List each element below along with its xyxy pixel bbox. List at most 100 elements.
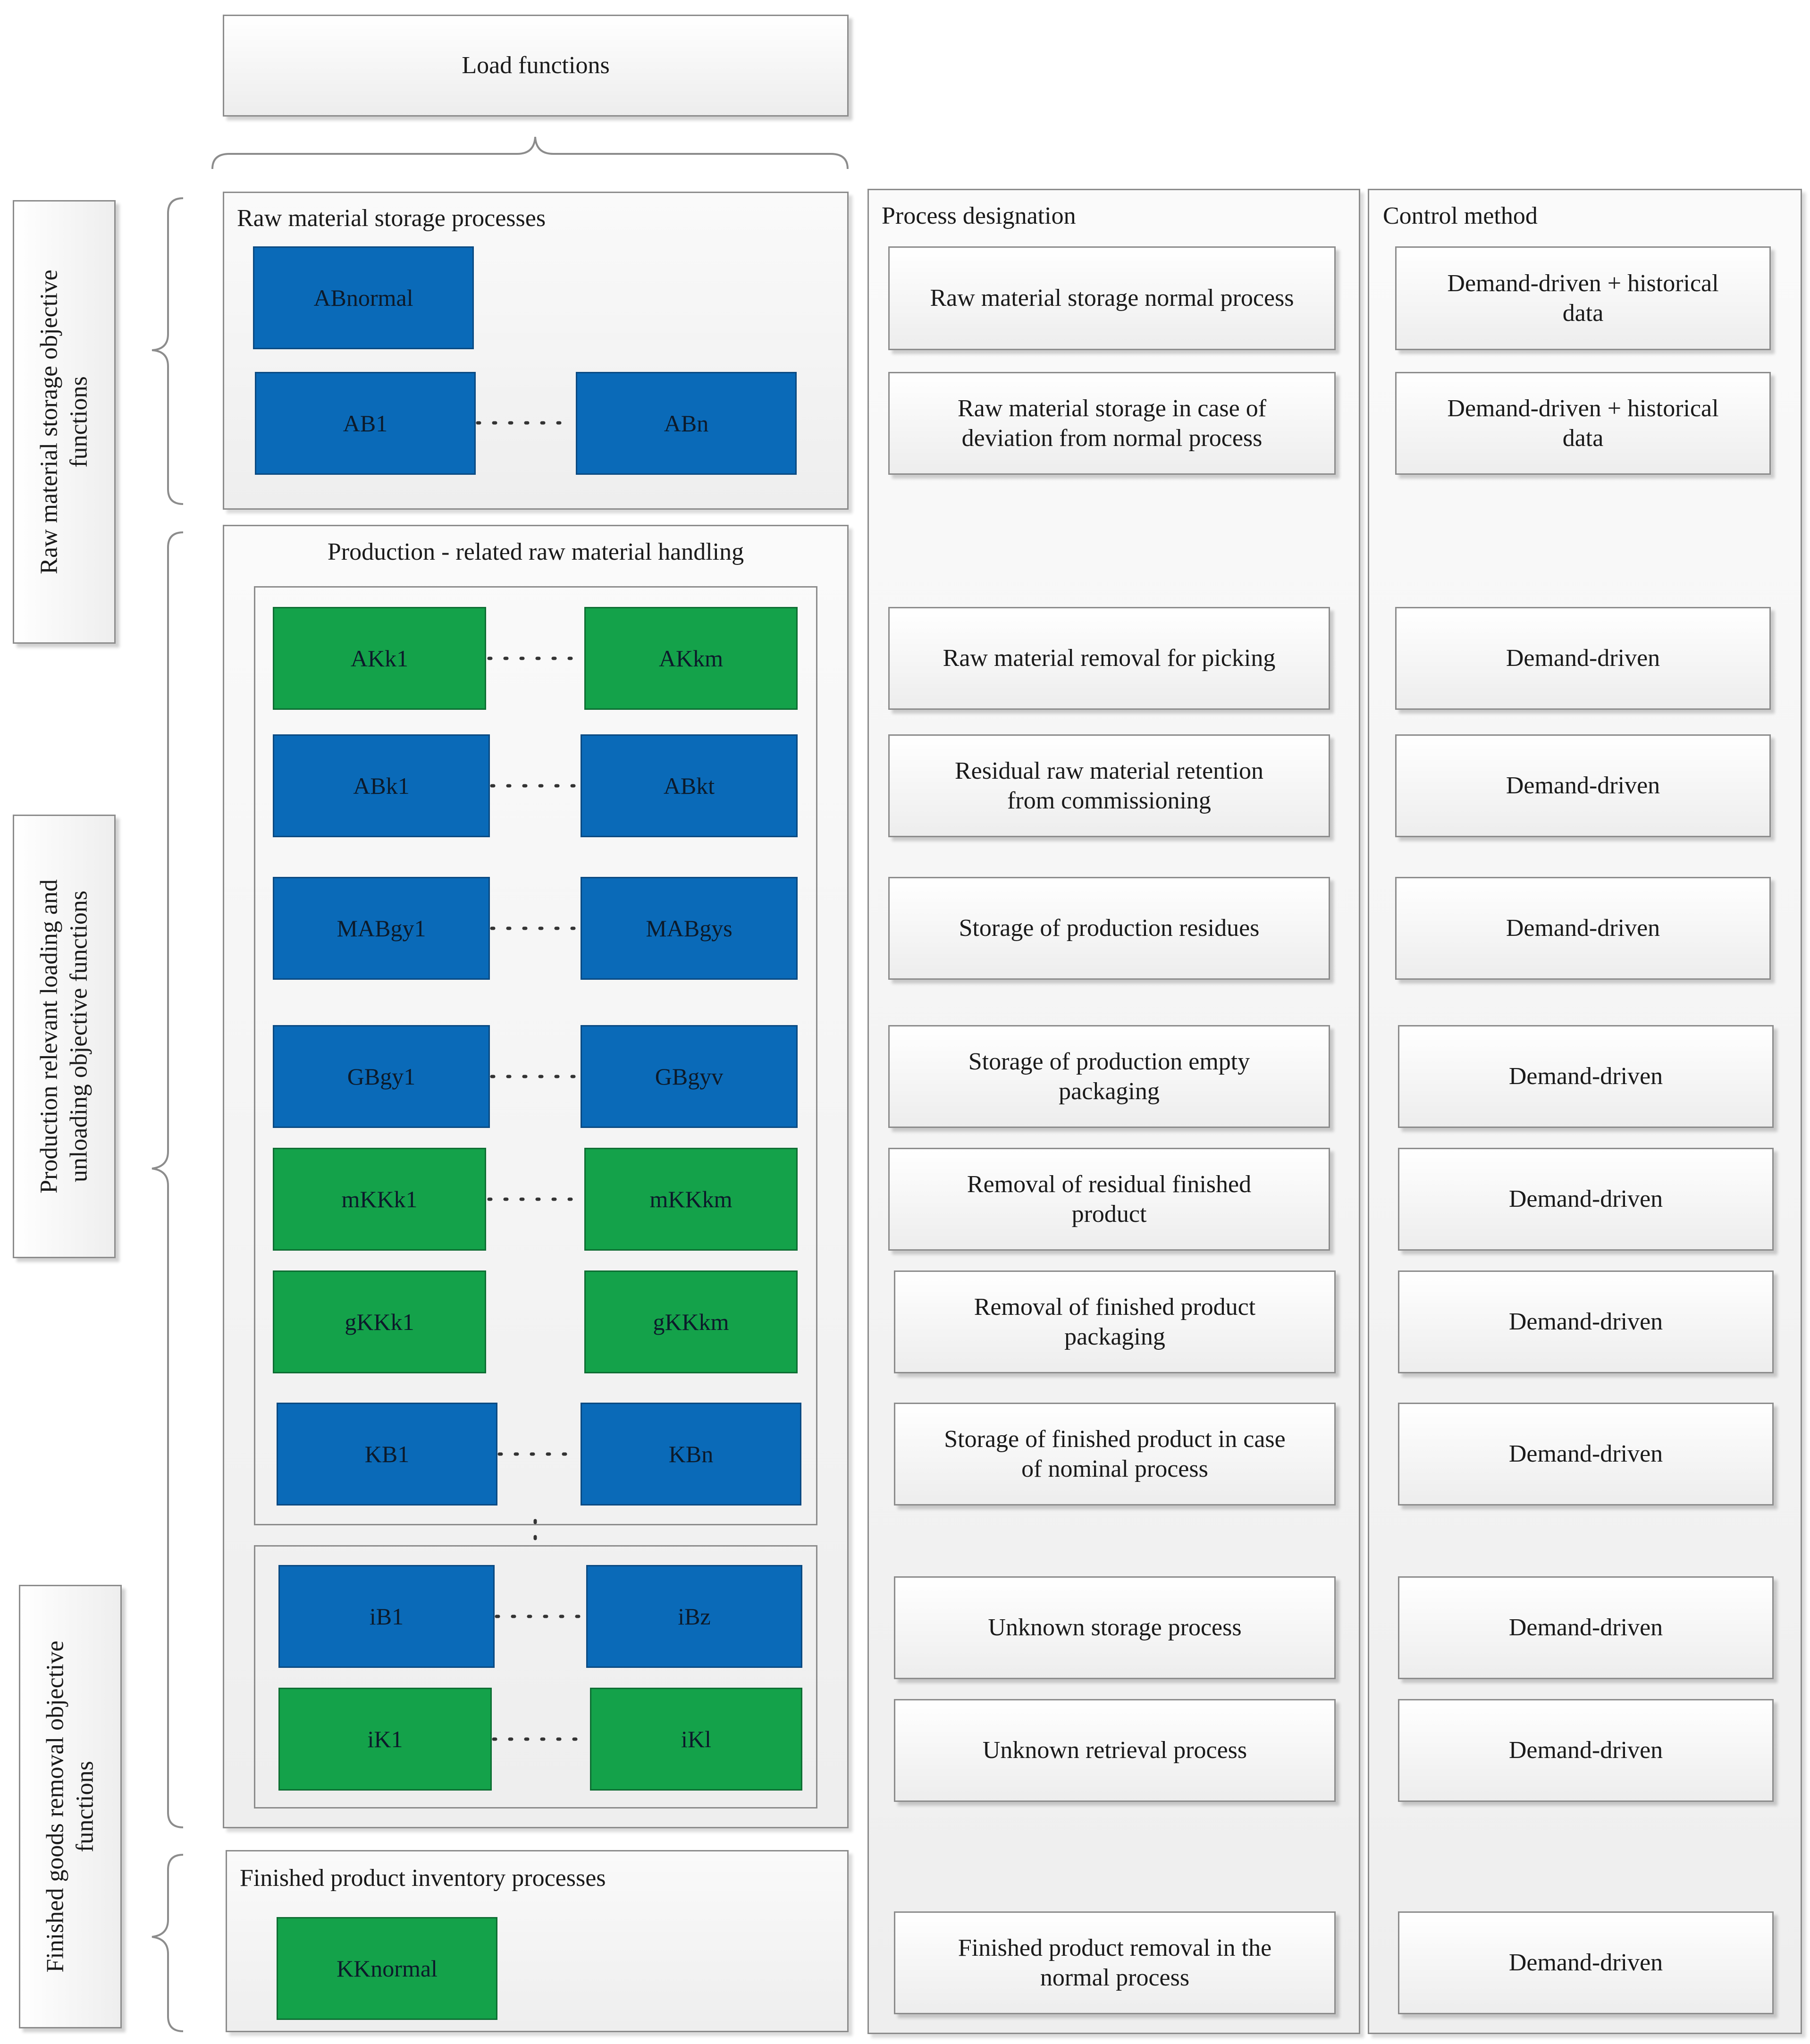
process-2-line-2: deviation from normal process — [961, 425, 1263, 452]
control-5-line-1: Demand-driven — [1506, 915, 1660, 942]
process-10-line-1: Unknown storage process — [988, 1614, 1242, 1641]
node-kbn: KBn — [581, 1403, 801, 1506]
process-4-line-2: from commissioning — [1007, 787, 1211, 814]
node-gkkk1: gKKk1 — [273, 1270, 486, 1373]
process-4-line-1: Residual raw material retention — [954, 757, 1264, 784]
process-box-5: Storage of production residues — [888, 877, 1330, 980]
left-brace-production — [152, 531, 184, 1828]
process-box-12: Finished product removal in the normal pr… — [894, 1911, 1336, 2014]
control-11-line-1: Demand-driven — [1508, 1737, 1663, 1764]
node-mkkkm: mKKkm — [584, 1148, 798, 1251]
node-kb1: KB1 — [277, 1403, 497, 1506]
process-7-line-1: Removal of residual finished — [967, 1170, 1252, 1198]
process-6-line-1: Storage of production empty — [968, 1048, 1250, 1075]
node-kknormal: KKnormal — [277, 1917, 497, 2020]
node-akkm: AKkm — [584, 607, 798, 710]
control-box-9: Demand-driven — [1398, 1403, 1774, 1506]
control-box-1: Demand-driven + historical data — [1395, 246, 1771, 350]
control-6-line-1: Demand-driven — [1508, 1063, 1663, 1090]
control-7-line-1: Demand-driven — [1508, 1186, 1663, 1213]
process-2-line-1: Raw material storage in case of — [957, 395, 1267, 422]
control-box-10: Demand-driven — [1398, 1576, 1774, 1679]
control-9-line-1: Demand-driven — [1508, 1440, 1663, 1468]
node-mabgy1: MABgy1 — [273, 877, 490, 980]
node-abkt: ABkt — [581, 734, 798, 837]
node-gbgy1: GBgy1 — [273, 1025, 490, 1128]
node-abnormal: ABnormal — [253, 246, 474, 349]
node-abk1: ABk1 — [273, 734, 490, 837]
control-2-line-1: Demand-driven + historical — [1447, 395, 1719, 422]
node-gbgyv: GBgyv — [581, 1025, 798, 1128]
process-box-4: Residual raw material retention from comm… — [888, 734, 1330, 837]
control-box-12: Demand-driven — [1398, 1911, 1774, 2014]
control-method-title: Control method — [1383, 202, 1538, 229]
node-ikl: iKl — [590, 1688, 802, 1791]
process-11-line-1: Unknown retrieval process — [982, 1737, 1247, 1764]
node-ib1: iB1 — [278, 1565, 495, 1668]
process-12-line-2: normal process — [1040, 1964, 1190, 1991]
control-box-3: Demand-driven — [1395, 607, 1771, 710]
node-ibz: iBz — [586, 1565, 802, 1668]
load-functions-label: Load functions — [462, 52, 610, 79]
control-10-line-1: Demand-driven — [1508, 1614, 1663, 1641]
production-objective-line-2: unloading objective functions — [66, 890, 93, 1183]
process-box-1: Raw material storage normal process — [888, 246, 1336, 350]
control-box-6: Demand-driven — [1398, 1025, 1774, 1128]
process-12-line-1: Finished product removal in the — [958, 1934, 1272, 1961]
finished-goods-objective-line-2: functions — [72, 1761, 99, 1852]
process-box-11: Unknown retrieval process — [894, 1699, 1336, 1802]
process-box-7: Removal of residual finished product — [888, 1148, 1330, 1251]
process-7-line-2: product — [1071, 1201, 1147, 1228]
process-5-line-1: Storage of production residues — [959, 915, 1260, 942]
control-box-8: Demand-driven — [1398, 1270, 1774, 1373]
control-12-line-1: Demand-driven — [1508, 1949, 1663, 1977]
node-ab1: AB1 — [255, 372, 476, 475]
load-functions-box: Load functions — [223, 15, 849, 117]
process-9-line-1: Storage of finished product in case — [944, 1425, 1286, 1453]
production-objective-line-1: Production relevant loading and — [35, 879, 63, 1194]
control-1-line-1: Demand-driven + historical — [1447, 269, 1719, 297]
process-1-line-1: Raw material storage normal process — [930, 285, 1294, 312]
raw-material-objective-line-1: Raw material storage objective — [35, 269, 63, 574]
control-box-2: Demand-driven + historical data — [1395, 372, 1771, 475]
control-box-11: Demand-driven — [1398, 1699, 1774, 1802]
control-4-line-1: Demand-driven — [1506, 772, 1660, 799]
process-box-3: Raw material removal for picking — [888, 607, 1330, 710]
control-box-5: Demand-driven — [1395, 877, 1771, 980]
process-8-line-2: packaging — [1064, 1323, 1165, 1350]
control-8-line-1: Demand-driven — [1508, 1308, 1663, 1336]
node-abn: ABn — [576, 372, 797, 475]
control-box-7: Demand-driven — [1398, 1148, 1774, 1251]
control-3-line-1: Demand-driven — [1506, 645, 1660, 672]
production-handling-title: Production - related raw material handli… — [327, 538, 744, 565]
raw-material-storage-title: Raw material storage processes — [237, 205, 546, 232]
node-mkkk1: mKKk1 — [273, 1148, 486, 1251]
process-box-10: Unknown storage process — [894, 1576, 1336, 1679]
top-brace — [211, 136, 849, 169]
node-mabgys: MABgys — [581, 877, 798, 980]
node-gkkkm: gKKkm — [584, 1270, 798, 1373]
control-2-line-2: data — [1562, 425, 1604, 452]
left-brace-raw — [152, 197, 184, 505]
control-box-4: Demand-driven — [1395, 734, 1771, 837]
node-akk1: AKk1 — [273, 607, 486, 710]
unknown-processes-group — [254, 1545, 817, 1808]
raw-material-objective-line-2: functions — [66, 376, 93, 468]
finished-product-title: Finished product inventory processes — [240, 1865, 606, 1892]
control-1-line-2: data — [1562, 300, 1604, 327]
node-ik1: iK1 — [278, 1688, 492, 1791]
finished-goods-objective-line-1: Finished goods removal objective — [42, 1640, 69, 1973]
process-6-line-2: packaging — [1059, 1078, 1160, 1105]
process-3-line-1: Raw material removal for picking — [943, 645, 1276, 672]
left-brace-finished — [152, 1854, 184, 2032]
process-designation-title: Process designation — [882, 202, 1076, 229]
process-9-line-2: of nominal process — [1021, 1455, 1208, 1482]
process-box-2: Raw material storage in case of deviation… — [888, 372, 1336, 475]
process-8-line-1: Removal of finished product — [974, 1293, 1256, 1321]
